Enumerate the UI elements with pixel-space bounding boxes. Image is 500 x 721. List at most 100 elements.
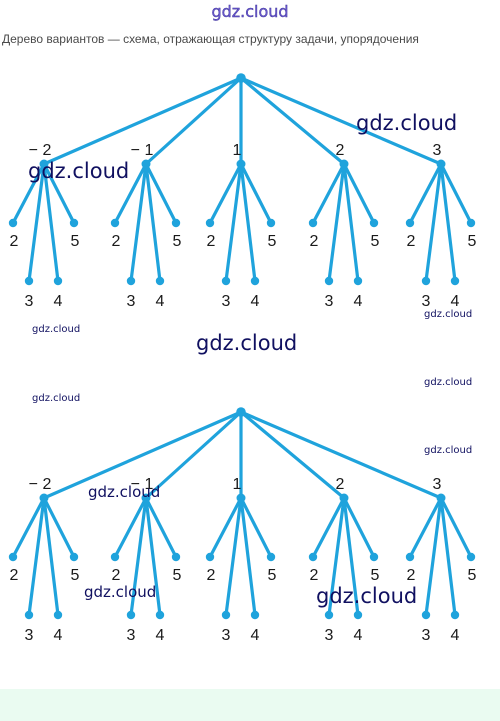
caption-text: Дерево вариантов — схема, отражающая стр…	[2, 32, 419, 46]
leaf-node	[8, 218, 18, 228]
tree-edge	[239, 410, 346, 500]
branch-label: − 1	[131, 142, 154, 159]
leaf-label: 5	[173, 567, 182, 584]
leaf-label: 2	[112, 567, 121, 584]
tree-edge	[11, 496, 46, 559]
tree-edge	[144, 496, 162, 617]
branch-node	[339, 493, 349, 503]
tree-edge	[144, 162, 178, 225]
watermark: gdz.cloud	[196, 331, 298, 355]
tree-edge	[439, 162, 473, 225]
header-logo: gdz.cloud	[211, 2, 289, 21]
tree-edge	[439, 496, 457, 617]
leaf-node	[266, 218, 276, 228]
watermark: gdz.cloud	[32, 324, 81, 335]
watermark: gdz.cloud	[316, 584, 418, 608]
tree-edge	[424, 162, 443, 283]
leaf-node	[221, 610, 231, 620]
leaf-label: 5	[468, 567, 477, 584]
branch-node	[39, 493, 49, 503]
branch-label: 1	[233, 476, 242, 493]
branch-node	[141, 493, 151, 503]
tree-edge	[129, 162, 148, 283]
leaf-node	[324, 276, 334, 286]
leaf-node	[466, 218, 476, 228]
tree-edge	[42, 496, 60, 617]
branch-node	[39, 159, 49, 169]
leaf-node	[8, 552, 18, 562]
leaf-node	[466, 552, 476, 562]
leaf-node	[24, 610, 34, 620]
leaf-node	[324, 610, 334, 620]
leaf-node	[155, 610, 165, 620]
tree-edge	[239, 496, 273, 559]
leaf-label: 5	[173, 233, 182, 250]
leaf-label: 3	[325, 293, 334, 310]
leaf-node	[308, 218, 318, 228]
leaf-label: 5	[71, 567, 80, 584]
leaf-label: 5	[371, 567, 380, 584]
tree-edge	[342, 496, 360, 617]
tree-edge	[42, 76, 243, 166]
leaf-node	[369, 218, 379, 228]
branch-label: 3	[433, 476, 442, 493]
tree-edge	[208, 162, 243, 225]
tree-edge	[408, 496, 443, 559]
branch-node	[436, 493, 446, 503]
leaf-label: 4	[156, 627, 165, 644]
tree-edge	[224, 496, 243, 617]
tree-edge	[144, 410, 243, 500]
branch-node	[339, 159, 349, 169]
leaf-label: 4	[354, 293, 363, 310]
tree-edge	[239, 496, 257, 617]
branch-node	[141, 159, 151, 169]
leaf-label: 3	[422, 293, 431, 310]
tree-edge	[42, 410, 243, 500]
watermark: gdz.cloud	[424, 445, 473, 456]
watermark: gdz.cloud	[424, 309, 473, 320]
leaf-node	[450, 276, 460, 286]
tree-edge	[342, 496, 376, 559]
branch-label: 2	[336, 476, 345, 493]
tree-edge	[439, 496, 473, 559]
leaf-node	[53, 610, 63, 620]
watermark: gdz.cloud	[356, 111, 458, 135]
leaf-node	[405, 218, 415, 228]
leaf-label: 2	[407, 233, 416, 250]
tree-edge	[408, 162, 443, 225]
leaf-label: 3	[25, 293, 34, 310]
watermark: gdz.cloud	[88, 483, 161, 501]
tree-edge	[327, 496, 346, 617]
tree-edge	[144, 76, 243, 166]
leaf-label: 4	[354, 627, 363, 644]
tree-edge	[42, 496, 76, 559]
branch-node	[436, 159, 446, 169]
leaf-label: 2	[10, 233, 19, 250]
branch-label: 2	[336, 142, 345, 159]
leaf-node	[266, 552, 276, 562]
tree-edge	[239, 76, 346, 166]
leaf-node	[450, 610, 460, 620]
tree-edge	[424, 496, 443, 617]
leaf-node	[171, 218, 181, 228]
leaf-label: 3	[25, 627, 34, 644]
leaf-label: 4	[54, 627, 63, 644]
branch-label: − 1	[131, 476, 154, 493]
leaf-label: 3	[127, 627, 136, 644]
tree-edge	[224, 162, 243, 283]
leaf-label: 2	[407, 567, 416, 584]
leaf-label: 3	[422, 627, 431, 644]
tree-edge	[42, 162, 76, 225]
leaf-label: 2	[207, 567, 216, 584]
tree-edge	[11, 162, 46, 225]
watermark: gdz.cloud	[84, 583, 157, 601]
leaf-label: 5	[468, 233, 477, 250]
leaf-label: 2	[207, 233, 216, 250]
leaf-label: 4	[54, 293, 63, 310]
leaf-label: 2	[112, 233, 121, 250]
leaf-label: 3	[325, 627, 334, 644]
leaf-node	[24, 276, 34, 286]
branch-label: − 2	[29, 476, 52, 493]
leaf-node	[171, 552, 181, 562]
